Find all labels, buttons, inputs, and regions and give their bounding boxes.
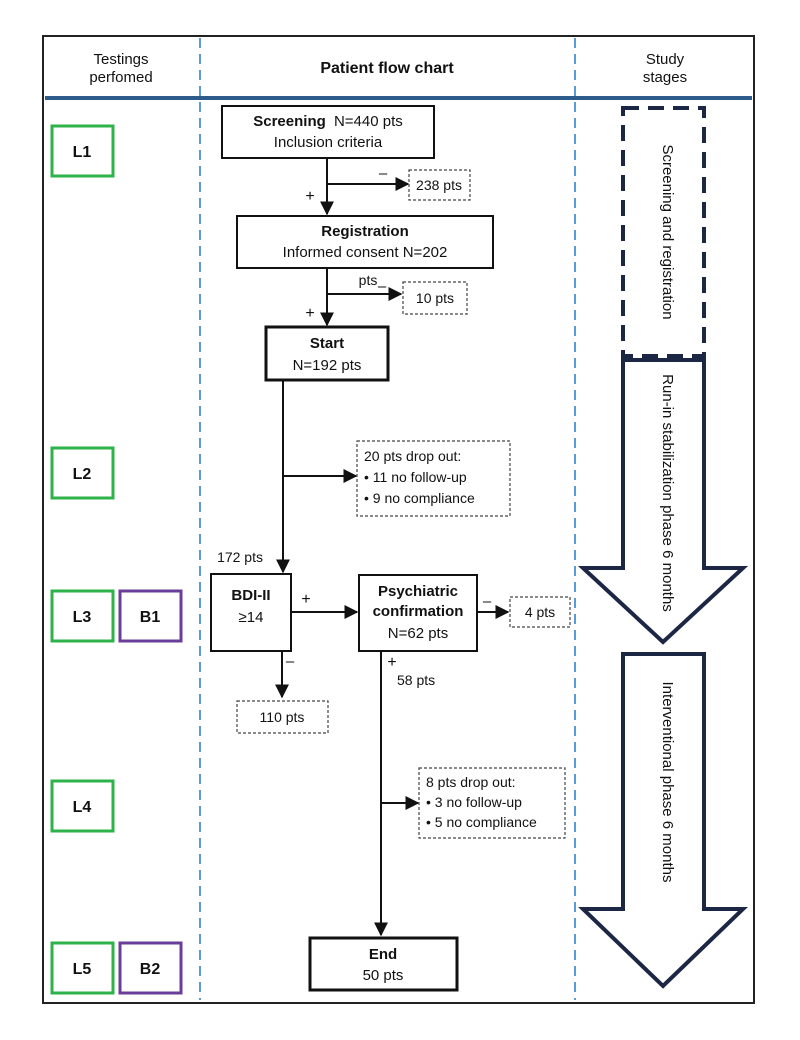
screening-plus: + (305, 188, 314, 205)
test-box-l5: L5 (50, 941, 115, 995)
registration-pts-fragment: pts (359, 272, 378, 288)
registration-title: Registration (321, 223, 409, 240)
outer-frame (42, 35, 755, 1004)
end-count: 50 pts (363, 967, 404, 984)
start-title: Start (310, 335, 344, 352)
screening-box: Screening N=440 pts Inclusion criteria (221, 105, 435, 159)
test-label: L4 (73, 799, 92, 816)
dropout1-box: 20 pts drop out: • 11 no follow-up • 9 n… (356, 440, 511, 517)
stage-screening-registration: Screening and registration (621, 106, 706, 358)
excluded-screening-box: 238 pts (408, 169, 471, 201)
dropout2-reason-compliance: • 5 no compliance (426, 814, 537, 830)
screening-title: Screening (253, 113, 326, 130)
header-stages-line2: stages (643, 69, 687, 86)
excluded-screening-count: 238 pts (416, 177, 462, 193)
dropout2-title: 8 pts drop out: (426, 774, 516, 790)
excluded-registration-box: 10 pts (402, 281, 468, 315)
header-testings-line2: perfomed (89, 69, 152, 86)
bdi-negative-count: 110 pts (260, 709, 305, 725)
stage-runin-arrow: Run-in stabilization phase 6 months (577, 358, 749, 645)
after-runin-count: 172 pts (217, 549, 263, 565)
bdi-minus: – (286, 653, 295, 670)
bdi-box: BDI-II ≥14 (210, 573, 292, 652)
registration-plus: + (305, 305, 314, 322)
test-label: B2 (140, 961, 161, 978)
test-box-l4: L4 (50, 779, 115, 833)
header-stages-line1: Study (646, 51, 685, 68)
test-label: L5 (73, 961, 92, 978)
test-label: L3 (73, 609, 92, 626)
registration-box: Registration Informed consent N=202 (236, 215, 494, 269)
test-label: B1 (140, 609, 161, 626)
stage-runin-label: Run-in stabilization phase 6 months (659, 374, 676, 612)
start-box: Start N=192 pts (264, 325, 390, 382)
end-title: End (369, 946, 397, 963)
start-count: N=192 pts (293, 357, 362, 374)
excluded-registration-count: 10 pts (416, 290, 454, 306)
psych-title-line2: confirmation (373, 603, 464, 620)
end-box: End 50 pts (308, 936, 459, 992)
header-flow: Patient flow chart (320, 60, 454, 77)
psych-title-line1: Psychiatric (378, 583, 458, 600)
test-box-l1: L1 (50, 124, 115, 178)
registration-minus: – (378, 278, 387, 295)
test-label: L2 (73, 466, 92, 483)
bdi-threshold: ≥14 (239, 609, 264, 626)
registration-consent: Informed consent N=202 (283, 244, 448, 261)
screening-criteria: Inclusion criteria (274, 134, 383, 151)
stage-interventional-arrow: Interventional phase 6 months (578, 652, 748, 989)
dropout1-reason-followup: • 11 no follow-up (364, 469, 467, 485)
screening-minus: – (379, 165, 388, 182)
psych-negative-box: 4 pts (509, 596, 571, 628)
bdi-title: BDI-II (231, 587, 270, 604)
stage-interventional-label: Interventional phase 6 months (659, 682, 676, 883)
test-box-b2: B2 (118, 941, 183, 995)
header-testings-line1: Testings (93, 51, 148, 68)
bdi-plus: + (301, 591, 310, 608)
svg-text:Screening N=440 pts: Screening N=440 pts (253, 113, 403, 130)
test-label: L1 (73, 144, 92, 161)
psych-negative-count: 4 pts (525, 604, 555, 620)
psych-plus: + (387, 654, 396, 671)
dropout2-box: 8 pts drop out: • 3 no follow-up • 5 no … (418, 767, 566, 839)
test-box-b1: B1 (118, 589, 183, 643)
psych-minus: – (483, 593, 492, 610)
psych-count: N=62 pts (388, 625, 448, 642)
bdi-negative-box: 110 pts (236, 700, 329, 734)
test-box-l3: L3 (50, 589, 115, 643)
psych-box: Psychiatric confirmation N=62 pts (358, 574, 478, 652)
dropout2-reason-followup: • 3 no follow-up (426, 794, 522, 810)
test-box-l2: L2 (50, 446, 115, 500)
dropout1-title: 20 pts drop out: (364, 448, 461, 464)
stage-screening-label: Screening and registration (659, 144, 676, 319)
psych-positive-count: 58 pts (397, 672, 435, 688)
screening-count: N=440 pts (334, 113, 403, 130)
dropout1-reason-compliance: • 9 no compliance (364, 490, 475, 506)
